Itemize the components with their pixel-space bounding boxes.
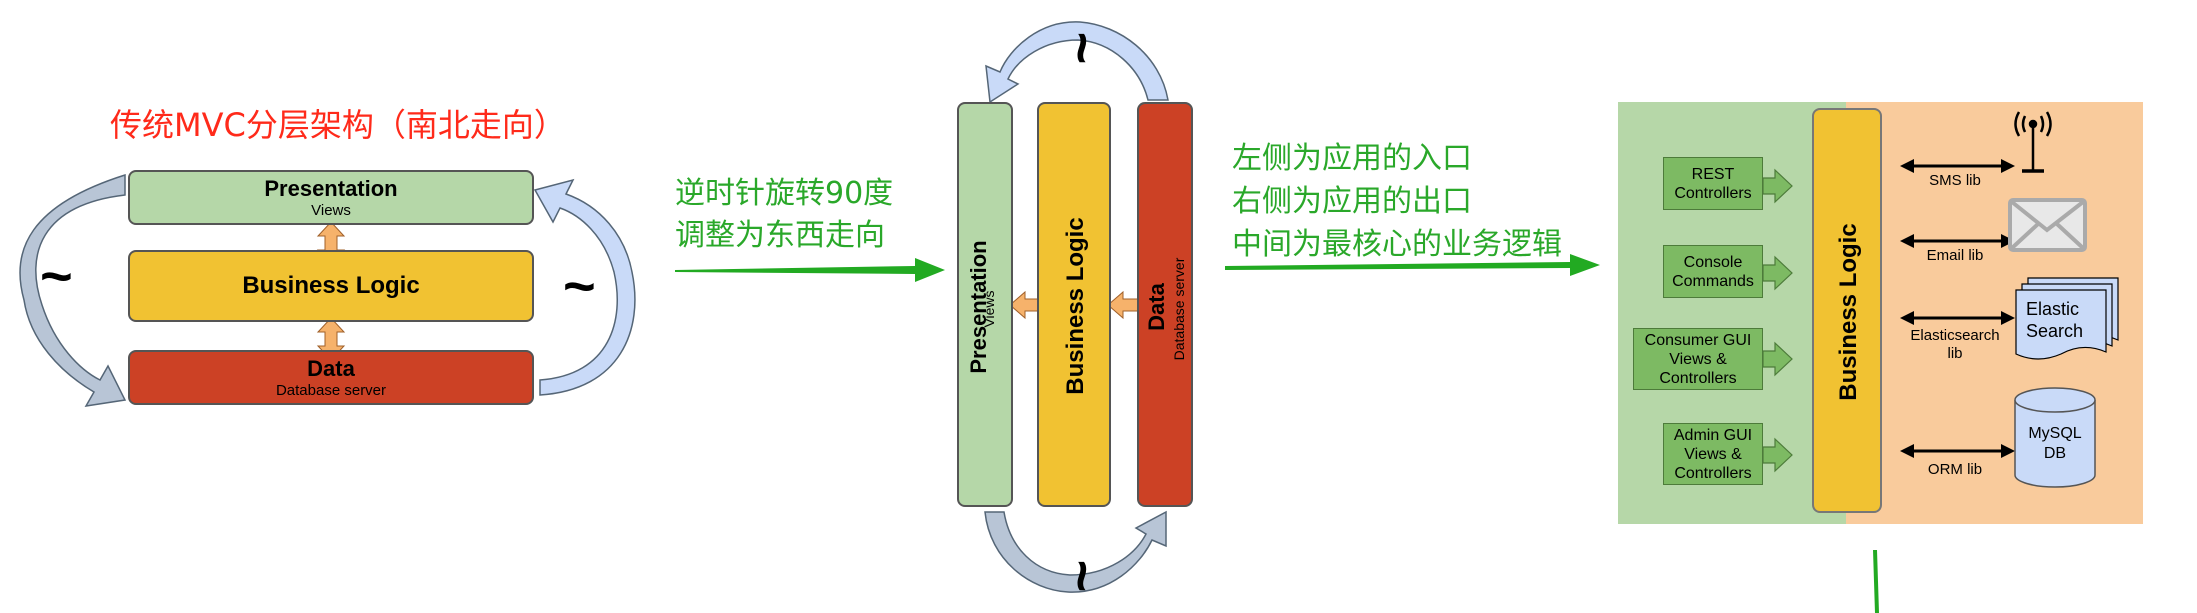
left-business-layer: Business Logic xyxy=(128,250,534,322)
rotate-caption-2: 调整为东西走向 xyxy=(675,218,885,253)
middle-data-layer: Data Database server xyxy=(1137,102,1193,507)
elastic-search-target: Elastic Search xyxy=(2026,299,2084,341)
layer-label: Business Logic xyxy=(1835,223,1862,401)
database-icon xyxy=(2014,387,2096,488)
sms-lib-label: SMS lib xyxy=(1929,172,1981,189)
input-arrow-2 xyxy=(1762,255,1793,291)
layer-label: Data xyxy=(307,356,355,381)
input-arrow-3 xyxy=(1762,341,1793,377)
left-presentation-layer: Presentation Views xyxy=(128,170,534,225)
middle-business-layer: Business Logic xyxy=(1037,102,1111,507)
input-arrow-4 xyxy=(1762,437,1793,473)
io-caption-1: 左侧为应用的入口 xyxy=(1232,141,1472,176)
layer-label: Business Logic xyxy=(242,272,420,299)
rotate-caption-1: 逆时针旋转90度 xyxy=(675,176,894,211)
documents-icon xyxy=(2015,277,2119,360)
left-tilde-left: ~ xyxy=(40,244,73,307)
curved-arrow-top xyxy=(985,21,1169,104)
elasticsearch-lib-label: Elasticsearch lib xyxy=(1910,327,2000,362)
curved-arrow-left xyxy=(19,173,127,407)
input-arrow-1 xyxy=(1762,168,1793,204)
input-box-admin-gui: Admin GUI Views & Controllers xyxy=(1663,423,1763,485)
orm-lib-label: ORM lib xyxy=(1927,461,1983,478)
envelope-icon xyxy=(2008,198,2087,252)
input-box-console: Console Commands xyxy=(1663,245,1763,298)
email-lib-label: Email lib xyxy=(1926,247,1984,264)
io-caption-3: 中间为最核心的业务逻辑 xyxy=(1232,227,1562,262)
left-title: 传统MVC分层架构（南北走向） xyxy=(110,106,566,144)
mysql-db-target: MySQL DB xyxy=(2028,425,2082,462)
layer-label: Presentation xyxy=(264,176,398,201)
right-business-layer: Business Logic xyxy=(1812,108,1882,513)
curved-arrow-right xyxy=(533,178,636,396)
input-box-consumer-gui: Consumer GUI Views & Controllers xyxy=(1633,328,1763,390)
io-caption-2: 右侧为应用的出口 xyxy=(1232,184,1472,219)
middle-presentation-layer: Presentation Views xyxy=(957,102,1013,507)
left-data-layer: Data Database server xyxy=(128,350,534,405)
left-tilde-right: ~ xyxy=(563,254,596,317)
layer-sublabel: Views xyxy=(311,202,351,219)
input-box-rest: REST Controllers xyxy=(1663,157,1763,210)
antenna-icon xyxy=(2014,111,2052,173)
curved-arrow-bottom xyxy=(984,510,1167,593)
green-line-bottom xyxy=(1873,550,1879,613)
layer-sublabel: Database server xyxy=(275,382,387,399)
